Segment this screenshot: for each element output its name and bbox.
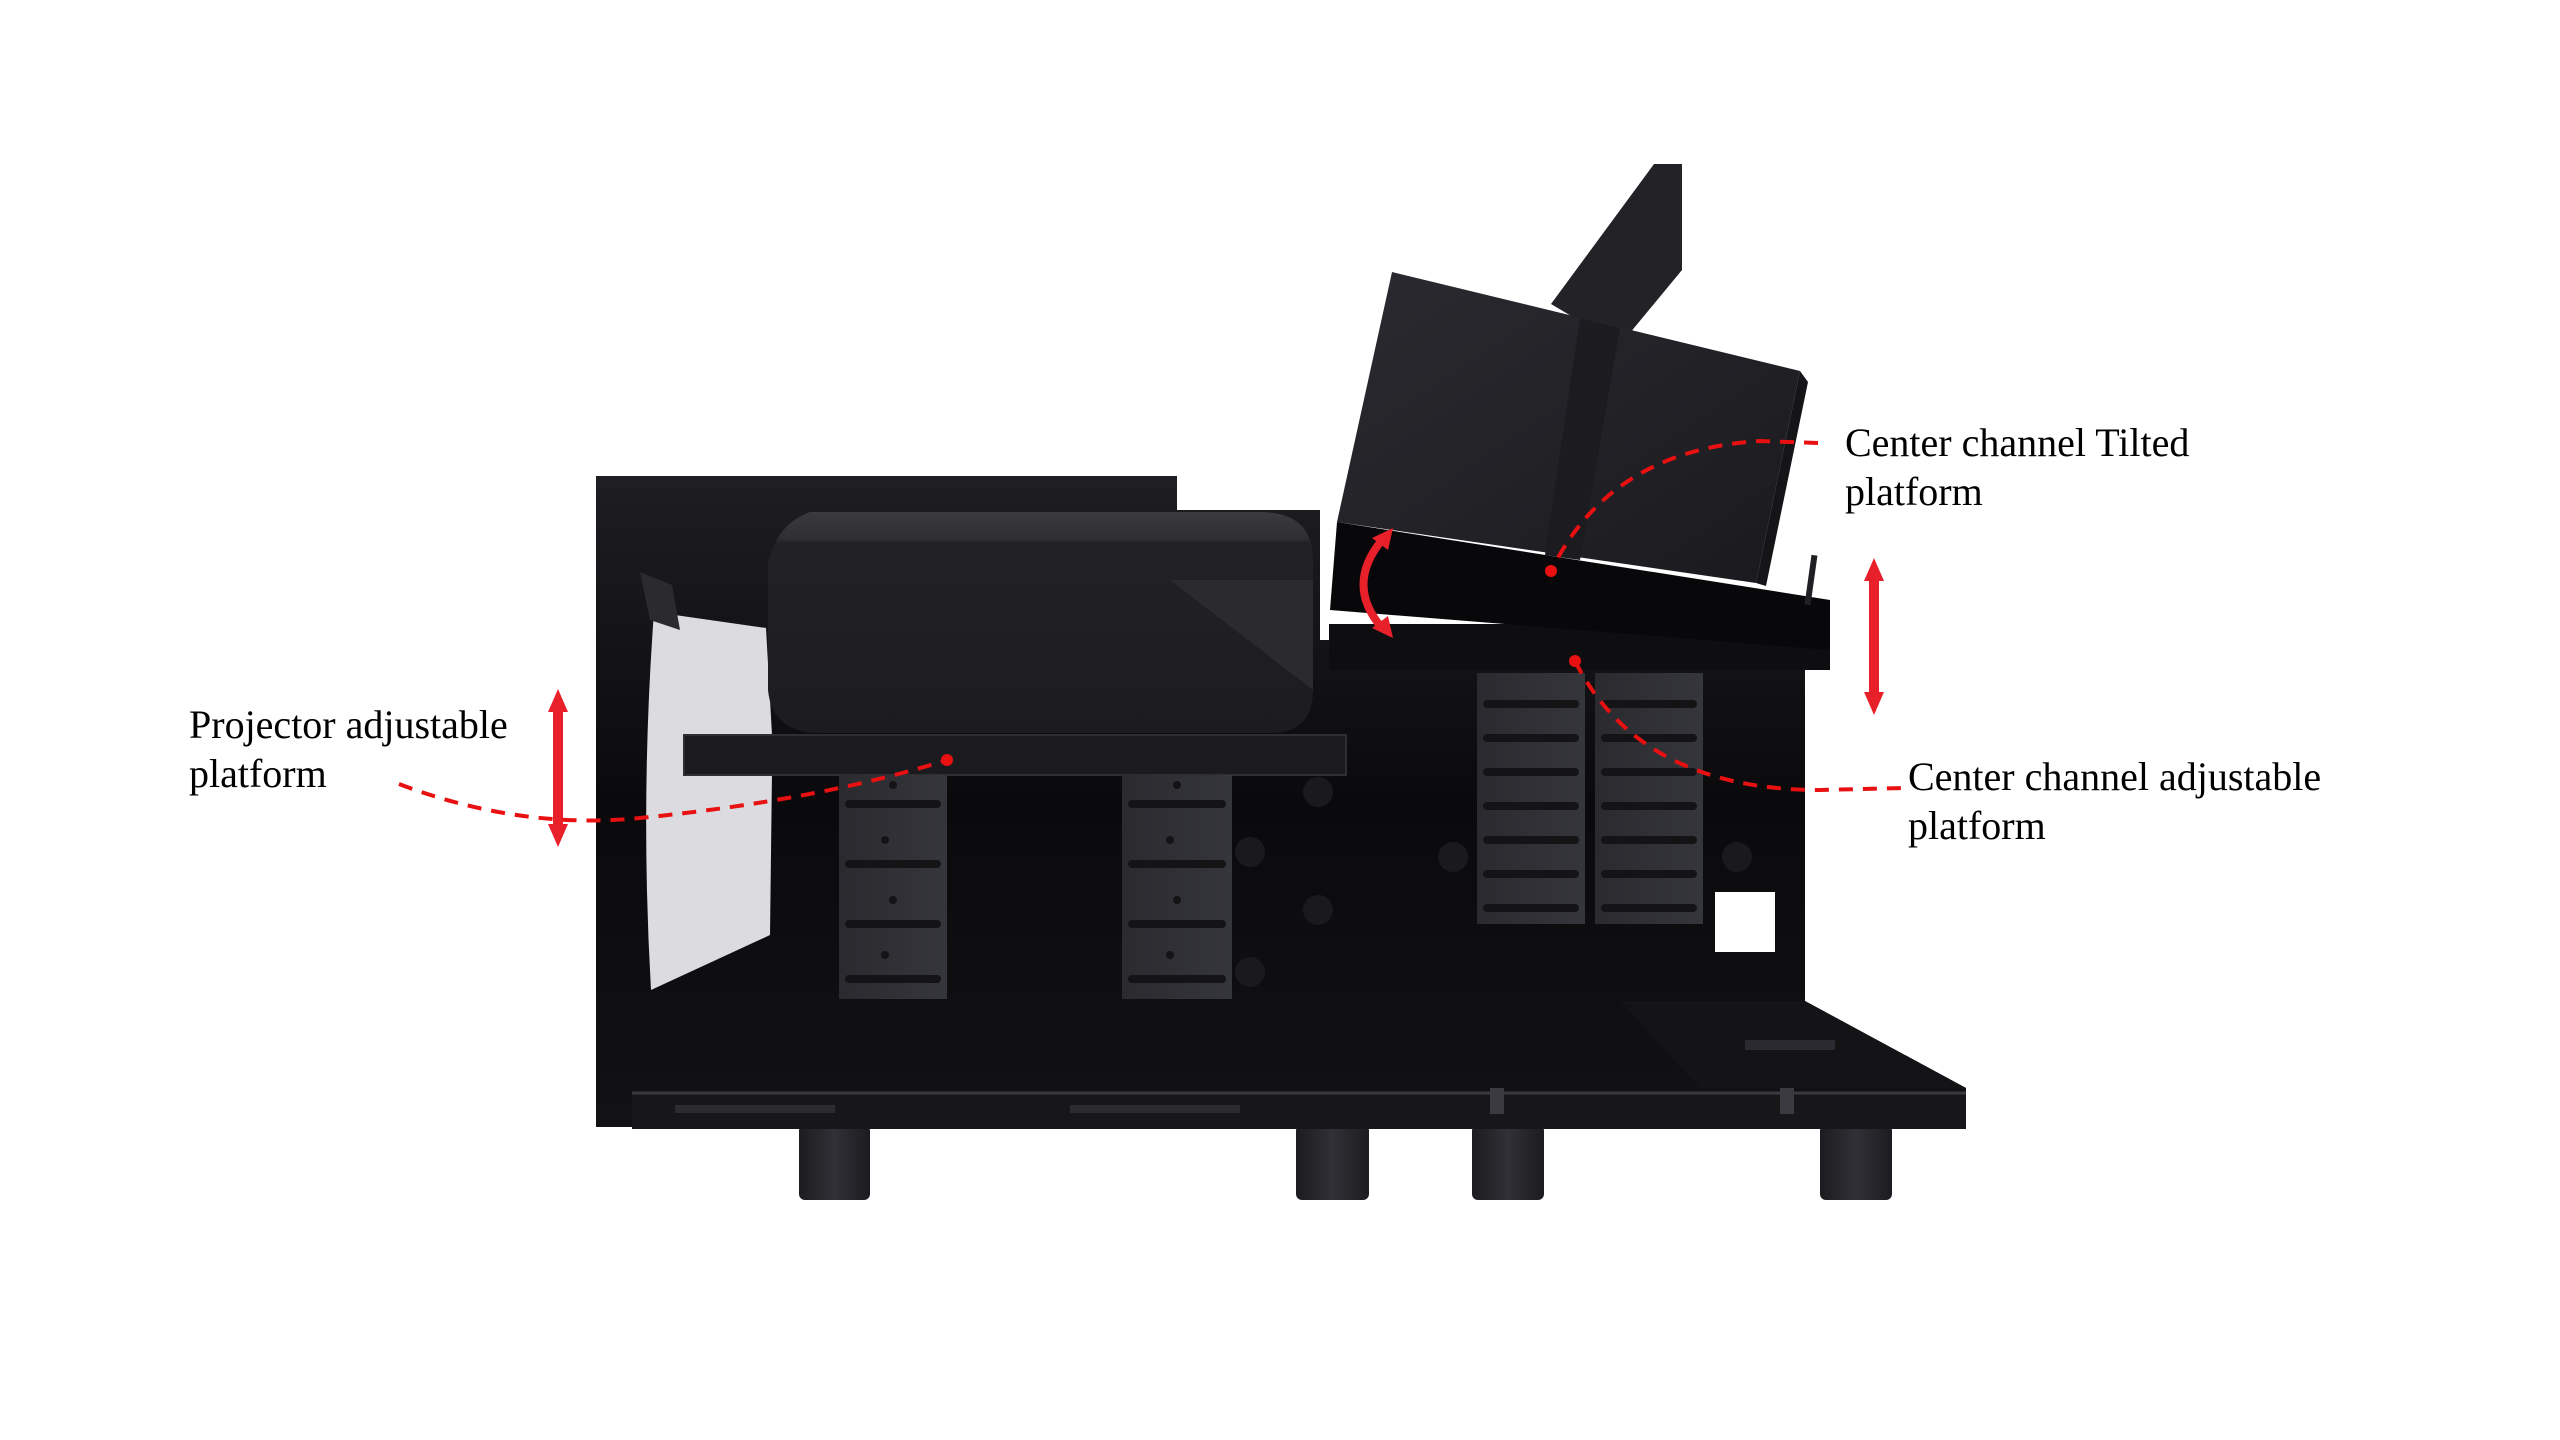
leader-lines xyxy=(398,438,1905,823)
projector-platform xyxy=(683,734,1347,776)
leg xyxy=(1296,1125,1369,1200)
center-tilted-platform xyxy=(1330,522,1830,650)
label-line: Center channel adjustable xyxy=(1908,754,2322,799)
label-line: platform xyxy=(189,751,327,796)
slotted-rails xyxy=(839,673,1752,999)
side-screen-panel xyxy=(640,572,772,990)
leg xyxy=(1820,1125,1892,1200)
rail-left-2 xyxy=(1122,775,1232,999)
label-line: platform xyxy=(1908,803,2046,848)
projector-vertical-arrow-icon xyxy=(548,689,568,847)
support-pillar xyxy=(1551,164,1682,345)
adjustable-leader-line xyxy=(1573,660,1905,793)
leg xyxy=(1472,1125,1544,1200)
leader-dots xyxy=(941,565,1581,766)
tilt-curved-arrow-icon xyxy=(1359,528,1393,638)
label-center-adjustable-platform: Center channel adjustable platform xyxy=(1908,752,2321,850)
cabinet-legs xyxy=(799,1125,1892,1200)
base-plate xyxy=(632,1093,1966,1129)
center-channel-speaker xyxy=(1330,164,1830,650)
projector-leader-line xyxy=(398,758,948,823)
label-line: Center channel Tilted xyxy=(1845,420,2190,465)
rail-right-2 xyxy=(1595,673,1703,924)
projector xyxy=(768,512,1313,733)
rail-right-1 xyxy=(1477,673,1585,924)
center-vertical-arrow-icon xyxy=(1864,558,1884,715)
label-line: Projector adjustable xyxy=(189,702,508,747)
label-projector-platform: Projector adjustable platform xyxy=(189,700,508,798)
leg xyxy=(799,1125,870,1200)
label-center-tilted-platform: Center channel Tilted platform xyxy=(1845,418,2189,516)
annotation-arrows xyxy=(548,528,1884,847)
rail-left-1 xyxy=(839,775,947,999)
label-line: platform xyxy=(1845,469,1983,514)
tilted-leader-line xyxy=(1549,438,1819,572)
